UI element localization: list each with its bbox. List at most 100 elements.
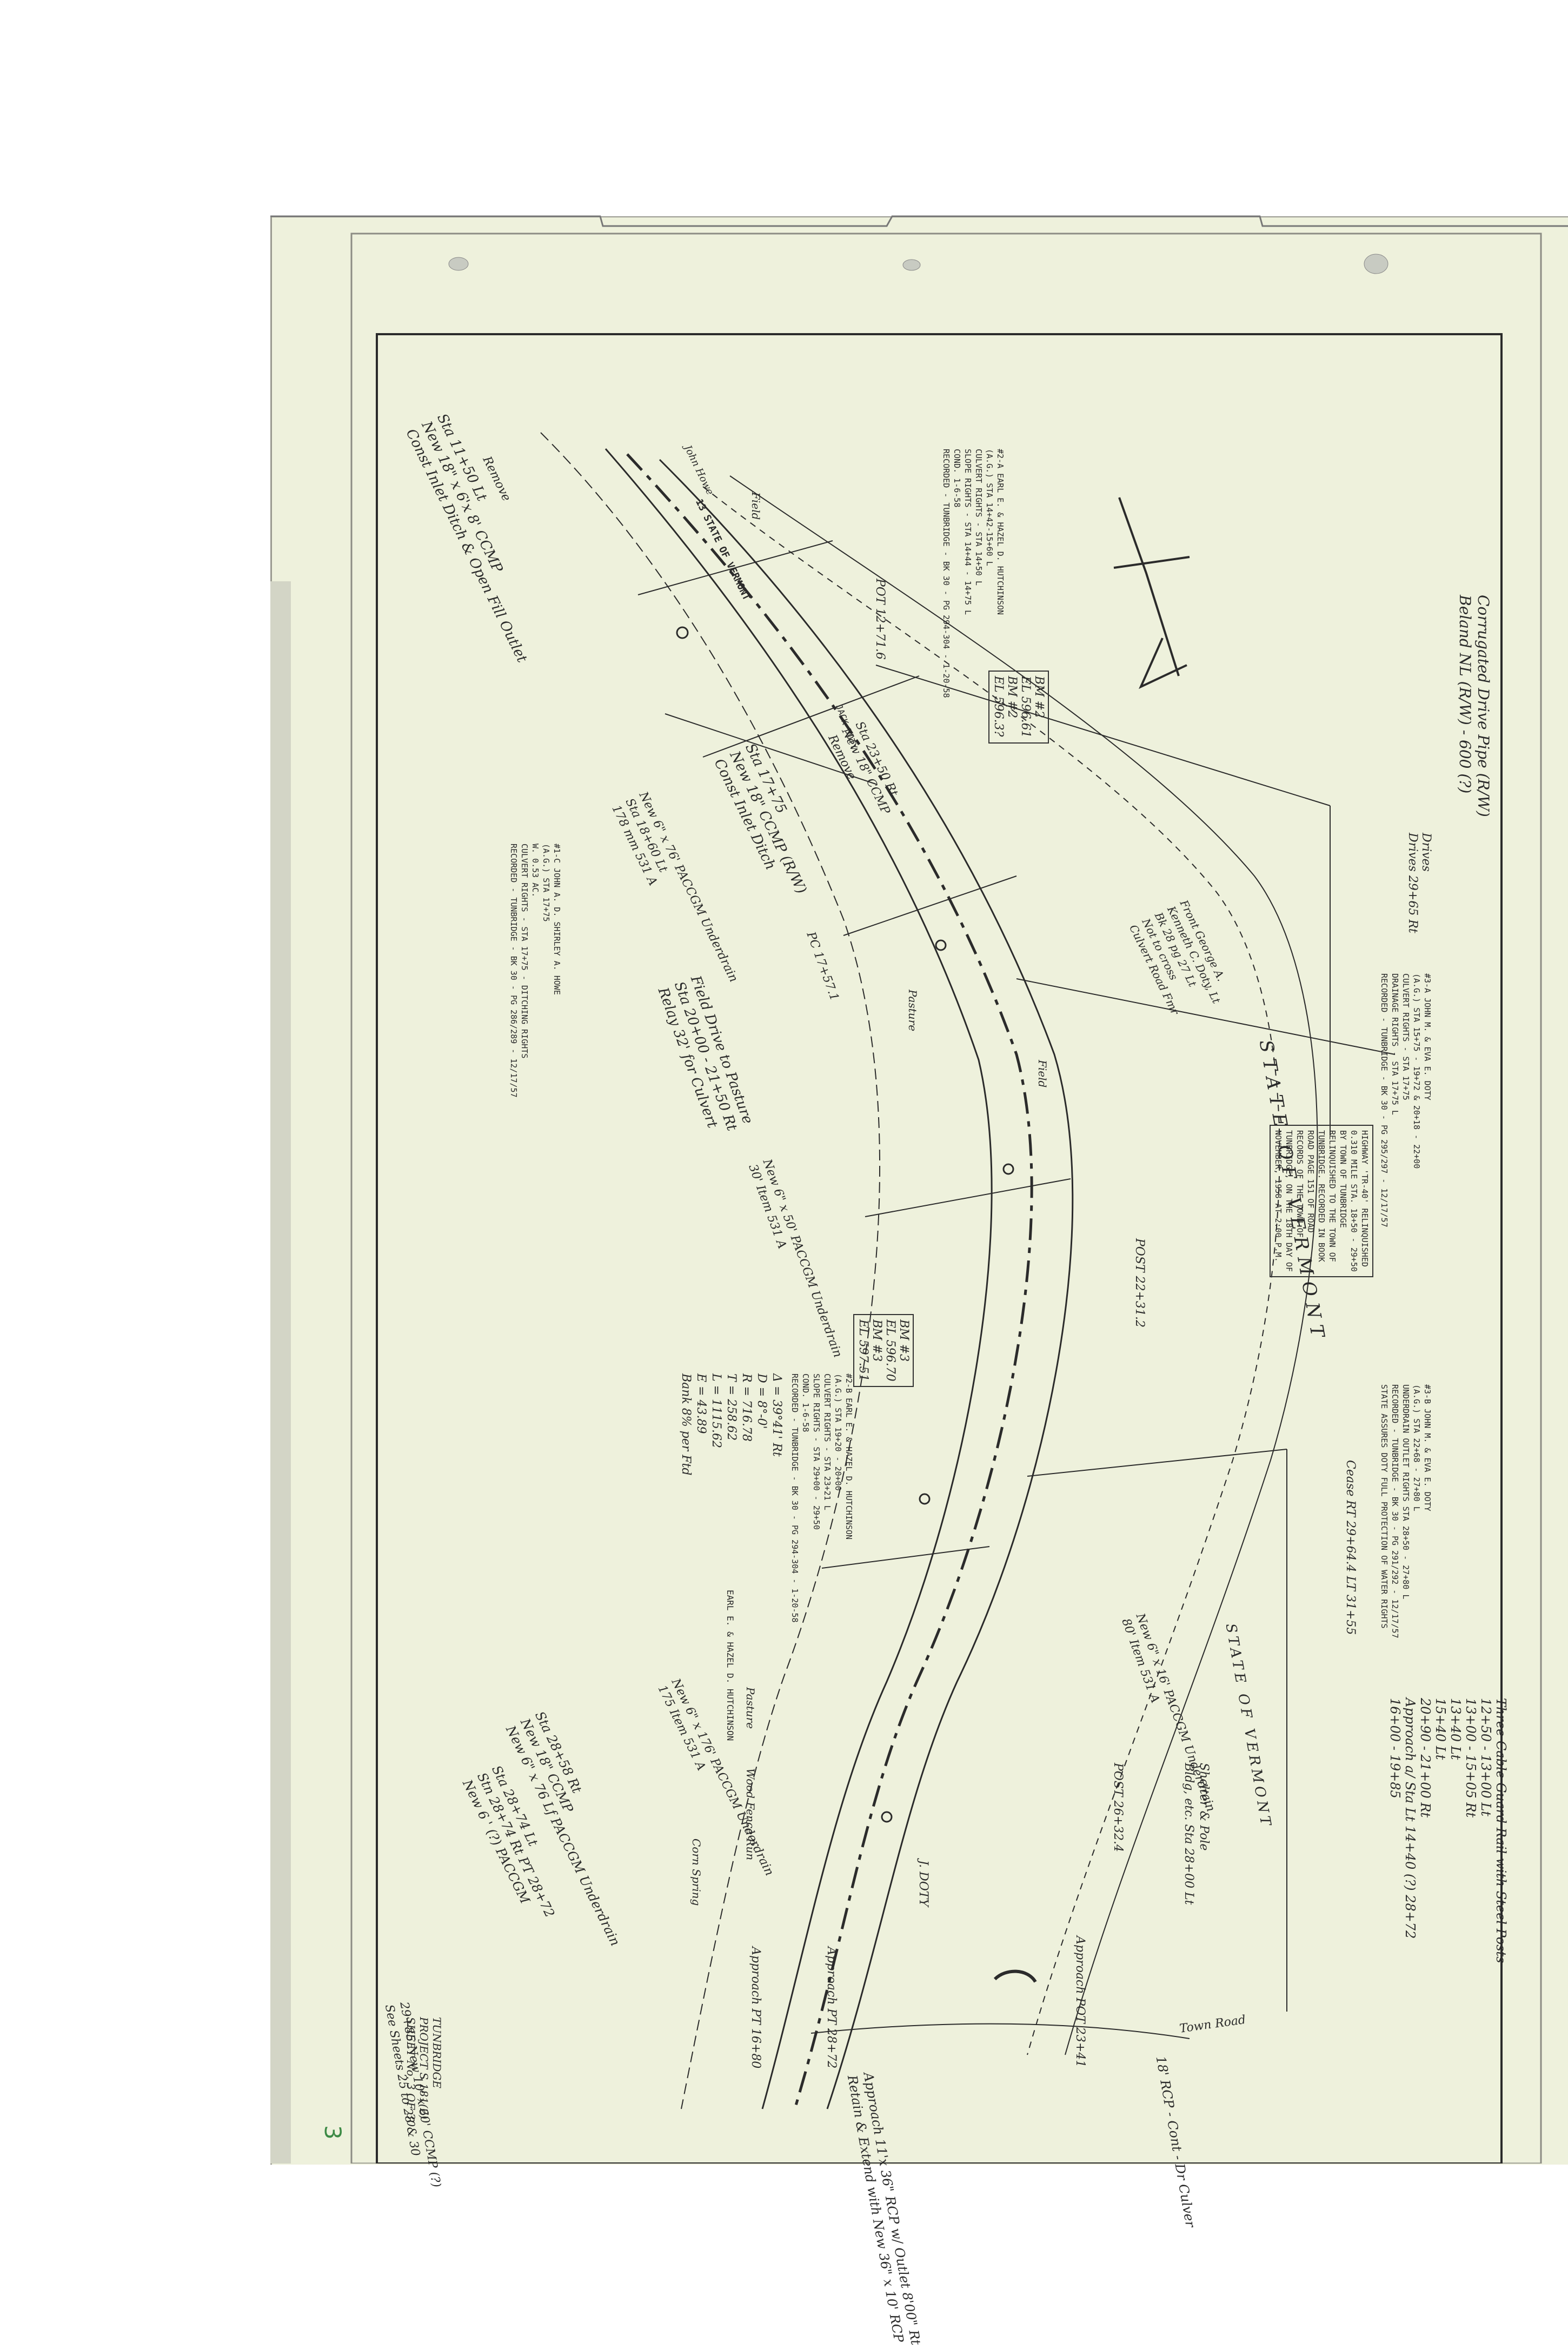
parcel-2b-line: (A.G.) STA 19+20 - 20+00 (833, 1373, 843, 1491)
curve-data-line: Bank 8% per Ftd (679, 1373, 693, 1476)
gate-note: Corrugated Drive Pipe (R/W) Beland NL (R… (1456, 595, 1492, 817)
guard-rail-line: Three Cable Guard Rail with Steel Posts (1493, 1698, 1509, 1963)
sheet-top-edge (270, 215, 1568, 227)
parcel-3a-line: CULVERT RIGHTS - STA 17+75 (1401, 973, 1411, 1100)
shelter-note: Shelter & Pole Bldg, etc. Sta 28+00 Lt (1181, 1763, 1211, 1905)
poc-1: POT 12+71.6 (873, 579, 887, 660)
page-number: 3 (320, 2125, 346, 2140)
parcel-1c-line: CULVERT RIGHTS - STA 17+75 - DITCHING RI… (520, 844, 529, 1059)
parcel-2a-line: COND. 1-6-58 (952, 449, 962, 508)
gate-note-line: Beland NL (R/W) - 600 (?) (1456, 595, 1474, 794)
guard-rail-line: 15+40 Lt (1433, 1698, 1448, 1760)
guard-rail-line: 13+00 - 15+05 Rt (1463, 1698, 1478, 1818)
parcel-2a-line: SLOPE RIGHTS - STA 14+44 - 14+75 L (963, 449, 973, 615)
guard-rail-line: Approach a/ Sta Lt 14+40 (?) 28+72 (1403, 1698, 1418, 1939)
north-arrow-icon (1113, 497, 1190, 689)
pt-end-note: Cease RT 29+64.4 LT 31+55 (1344, 1460, 1357, 1635)
parcel-3a-line: (A.G.) STA 15+75 - 19+72 & 20+18 - 22+00 (1412, 973, 1421, 1169)
gate-note-line: Corrugated Drive Pipe (R/W) (1474, 595, 1492, 817)
parcel-note-2b: #2-B EARL E. & HAZEL D. HUTCHINSON (A.G.… (789, 1373, 854, 1623)
pasture-label-1: Pasture (906, 990, 919, 1032)
right-of-way-line (729, 475, 1318, 2055)
field-label-2: Field (1036, 1060, 1049, 1088)
parcel-2b-line: COND. 1-6-58 (801, 1373, 810, 1432)
parcel-2a-line: RECORDED - TUNBRIDGE - BK 30 - PG 294-30… (941, 449, 951, 698)
punch-hole (902, 259, 921, 271)
parcel-note-2a: #2-A EARL E. & HAZEL D. HUTCHINSON (A.G.… (941, 449, 1006, 698)
benchmark-bm2: BM #2 EL 596.61 BM #2 EL 596.3? (988, 671, 1049, 744)
parcel-3b-line: (A.G.) STA 22+68 - 27+80 L (1412, 1384, 1421, 1511)
punch-hole (1364, 254, 1388, 274)
poc-7: Approach PT 28+72 (825, 1947, 838, 2069)
curve-data: Δ = 39°41' Rt D = 8°-0' R = 716.78 T = 2… (678, 1373, 784, 1475)
parcel-2b-line: SLOPE RIGHTS - STA 29+00 - 29+50 (812, 1373, 821, 1530)
town-road-line (810, 2023, 1190, 2039)
parcel-2a-line: CULVERT RIGHTS - STA 14+50 L (974, 449, 984, 586)
culvert-symbols (676, 626, 1014, 1823)
guard-rail-line: 13+40 Lt (1448, 1698, 1463, 1760)
highway-note-line: 0.310 MILE STA. 18+50 - 29+50 (1349, 1130, 1359, 1272)
parcel-3b-line: UNDERDRAIN OUTLET RIGHTS STA 28+50 - 27+… (1401, 1384, 1411, 1600)
bm2-line: EL 596.3? (992, 676, 1005, 737)
bm2-line: BM #2 (1005, 676, 1019, 719)
title-line-1: TUNBRIDGE (430, 2017, 443, 2088)
road-centerline (626, 453, 1033, 2109)
curve-data-line: D = 8°-0' (755, 1373, 768, 1429)
highway-note-line: BY TOWN OF TUNBRIDGE (1338, 1130, 1348, 1228)
parcel-3b-line: STATE ASSURES DOTY FULL PROTECTION OF WA… (1379, 1384, 1389, 1629)
parcel-3b-line: #3-B JOHN M. & EVA E. DOTY (1423, 1384, 1432, 1511)
parcel-note-1c: #1-C JOHN A. D. SHIRLEY A. HOWE (A.G.) S… (508, 844, 562, 1098)
benchmark-bm3: BM #3 EL 596.70 BM #3 EL 597.51 (853, 1314, 914, 1387)
curve-data-line: Δ = 39°41' Rt (770, 1373, 783, 1457)
parcel-2a-line: (A.G.) STA 14+42-15+60 L (985, 449, 994, 566)
parcel-2a-line: #2-A EARL E. & HAZEL D. HUTCHINSON (995, 449, 1005, 615)
parcel-3a-line: DRAINAGE RIGHTS - STA 17+75 L (1390, 973, 1400, 1115)
curve-data-line: E = 43.89 (694, 1373, 708, 1434)
highway-note-line: RELINQUISHED TO THE TOWN OF (1327, 1130, 1337, 1262)
punch-hole (448, 257, 469, 271)
guard-rail-line: 20+90 - 21+00 Rt (1418, 1698, 1433, 1818)
outer-border (350, 233, 1542, 2164)
curve-data-line: R = 716.78 (740, 1373, 753, 1442)
road-plan-drawing (270, 215, 1568, 2164)
highway-note-line: TUNBRIDGE. RECORDED IN BOOK (1317, 1130, 1326, 1262)
parcel-1c-line: #1-C JOHN A. D. SHIRLEY A. HOWE (552, 844, 562, 995)
parcel-1c-line: RECORDED - TUNBRIDGE - BK 30 - PG 286/28… (509, 844, 519, 1098)
bm3-line: BM #3 (870, 1319, 883, 1362)
parcel-1c-line: W. 0.53 AC. (530, 844, 540, 898)
parcel-note-3b: #3-B JOHN M. & EVA E. DOTY (A.G.) STA 22… (1379, 1384, 1433, 1638)
shelter-line: Bldg, etc. Sta 28+00 Lt (1182, 1763, 1195, 1905)
road-edge-left (604, 448, 993, 2109)
sheet-binding-edge (270, 581, 291, 2164)
poc-3: POST 22+31.2 (1133, 1238, 1146, 1328)
poc-5: Approach POT 23+41 (1073, 1936, 1087, 2068)
driveway-note: Drives Drives 29+65 Rt (1406, 833, 1433, 933)
parcel-2b-line: CULVERT RIGHTS - STA 23+21 L (822, 1373, 832, 1510)
parcel-3a-line: RECORDED - TUNBRIDGE - BK 30 - PG 295/29… (1379, 973, 1389, 1227)
parcel-note-3a: #3-A JOHN M. & EVA E. DOTY (A.G.) STA 15… (1379, 973, 1433, 1227)
poc-6: Approach PT 16+80 (749, 1947, 762, 2069)
road-edge-right (659, 459, 1074, 2109)
shelter-line: Shelter & Pole (1197, 1763, 1211, 1851)
road-centerline-group (540, 432, 1396, 2109)
driveway-note-line: Drives (1419, 833, 1433, 872)
parcel-3a-line: #3-A JOHN M. & EVA E. DOTY (1423, 973, 1432, 1100)
bm2-line: BM #2 (1032, 676, 1046, 719)
guard-rail-note: Three Cable Guard Rail with Steel Posts … (1387, 1698, 1509, 1963)
highway-note-line: HIGHWAY 'TR-40' RELINQUISHED (1360, 1130, 1370, 1267)
leader-lines (665, 665, 1396, 1477)
field-label-1: Field (749, 492, 762, 520)
owner-doty-label: J. DOTY (916, 1860, 930, 1907)
bm3-line: EL 596.70 (883, 1319, 897, 1382)
bm2-line: EL 596.61 (1019, 676, 1032, 738)
driveway-note-line: Drives 29+65 Rt (1406, 833, 1419, 933)
poc-4: POST 26+32.4 (1111, 1763, 1125, 1852)
bm3-line: EL 597.51 (856, 1319, 870, 1382)
curve-data-line: L = 1115.62 (709, 1373, 723, 1449)
left-row-line (540, 432, 881, 2109)
station-ticks (637, 540, 1071, 1569)
leader-lines-2 (1286, 806, 1331, 2012)
guard-rail-line: 12+50 - 13+00 Lt (1478, 1698, 1493, 1816)
inner-border (376, 333, 1503, 2164)
parcel-3b-line: RECORDED - TUNBRIDGE - BK 30 - PG 291/29… (1390, 1384, 1400, 1638)
